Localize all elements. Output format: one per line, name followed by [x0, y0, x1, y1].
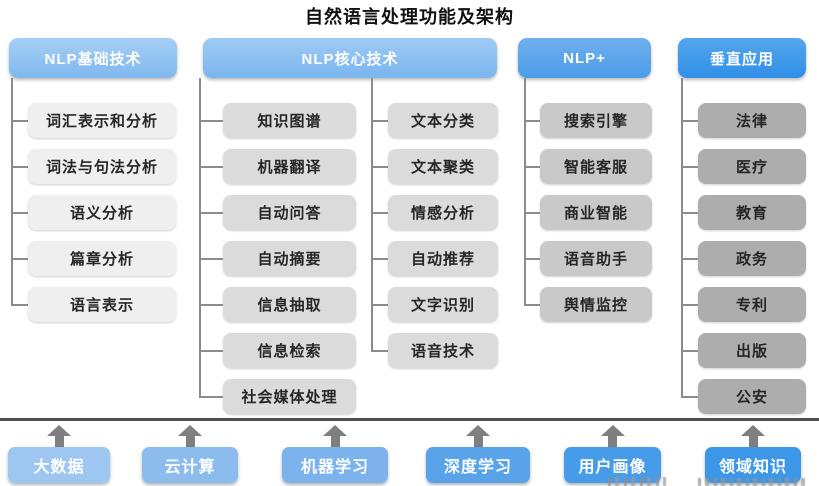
tree-item: 文本分类	[388, 103, 498, 138]
up-arrow-icon	[600, 425, 625, 447]
up-arrow-head	[600, 425, 625, 436]
tree-item: 篇章分析	[28, 241, 176, 276]
tree-item: 语音技术	[388, 333, 498, 368]
tree-item: 教育	[698, 195, 806, 230]
tree-item: 法律	[698, 103, 806, 138]
tree-item: 自动摘要	[223, 241, 356, 276]
tree-item: 舆情监控	[540, 287, 652, 322]
tree-item: 信息检索	[223, 333, 356, 368]
up-arrow-head	[178, 425, 202, 436]
column-header-nlp-basic: NLP基础技术	[9, 38, 177, 78]
column-header-nlp-core: NLP核心技术	[203, 38, 497, 78]
connector-spine	[11, 78, 13, 305]
tree-item: 自动推荐	[388, 241, 498, 276]
tree-item: 公安	[698, 379, 806, 414]
tree-item: 搜索引擎	[540, 103, 652, 138]
up-arrow-head	[741, 425, 765, 436]
up-arrow-icon	[47, 425, 71, 447]
up-arrow-stem	[185, 436, 195, 447]
up-arrow-stem	[608, 436, 617, 447]
tree-item: 政务	[698, 241, 806, 276]
foundation-box: 深度学习	[426, 447, 530, 483]
tree-item: 知识图谱	[223, 103, 356, 138]
watermark-fragment	[608, 477, 666, 486]
tree-item: 医疗	[698, 149, 806, 184]
tree-item: 语义分析	[28, 195, 176, 230]
tree-item: 文本聚类	[388, 149, 498, 184]
up-arrow-icon	[741, 425, 765, 447]
connector-spine	[371, 78, 373, 351]
connector-spine	[681, 78, 683, 397]
up-arrow-head	[47, 425, 71, 436]
foundation-box: 云计算	[142, 447, 238, 483]
tree-item: 信息抽取	[223, 287, 356, 322]
foundation-box: 大数据	[8, 447, 110, 483]
up-arrow-icon	[178, 425, 202, 447]
connector-spine	[199, 78, 201, 397]
up-arrow-stem	[748, 436, 758, 447]
up-arrow-icon	[466, 425, 490, 447]
up-arrow-stem	[473, 436, 483, 447]
up-arrow-head	[323, 425, 347, 436]
up-arrow-head	[466, 425, 490, 436]
up-arrow-stem	[330, 436, 340, 447]
column-header-vertical-apps: 垂直应用	[678, 38, 806, 78]
connector-spine	[524, 78, 526, 305]
tree-item: 情感分析	[388, 195, 498, 230]
tree-item: 社会媒体处理	[223, 379, 356, 414]
separator-line	[0, 418, 819, 421]
diagram-title: 自然语言处理功能及架构	[305, 7, 514, 27]
tree-item: 语言表示	[28, 287, 176, 322]
column-header-nlp-plus: NLP+	[518, 38, 651, 78]
foundation-box: 机器学习	[282, 447, 388, 483]
tree-item: 商业智能	[540, 195, 652, 230]
tree-item: 出版	[698, 333, 806, 368]
tree-item: 自动问答	[223, 195, 356, 230]
tree-item: 词法与句法分析	[28, 149, 176, 184]
tree-item: 智能客服	[540, 149, 652, 184]
up-arrow-stem	[54, 436, 64, 447]
tree-item: 文字识别	[388, 287, 498, 322]
tree-item: 专利	[698, 287, 806, 322]
foundation-box: 领域知识	[705, 447, 801, 483]
tree-item: 语音助手	[540, 241, 652, 276]
up-arrow-icon	[323, 425, 347, 447]
tree-item: 机器翻译	[223, 149, 356, 184]
tree-item: 词汇表示和分析	[28, 103, 176, 138]
watermark-fragment	[698, 478, 806, 486]
